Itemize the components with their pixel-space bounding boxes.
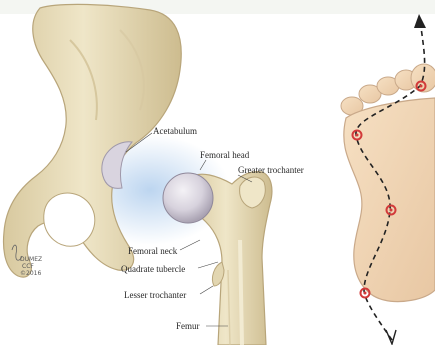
signature-org: CCF (22, 263, 34, 270)
femoral-head-shape (163, 173, 213, 223)
label-lesser-trochanter: Lesser trochanter (124, 290, 186, 300)
label-femur: Femur (176, 321, 200, 331)
label-femoral-head: Femoral head (200, 150, 250, 160)
label-quadrate-tubercle: Quadrate tubercle (121, 264, 185, 274)
obturator-foramen (44, 193, 95, 246)
label-greater-trochanter: Greater trochanter (238, 165, 304, 175)
sole (344, 98, 435, 302)
label-femoral-neck: Femoral neck (128, 246, 178, 256)
label-acetabulum: Acetabulum (153, 126, 197, 136)
femur (163, 172, 272, 345)
arrow-bottom (386, 330, 396, 344)
signature-year: ©2016 (20, 270, 41, 277)
foot-diagram (341, 14, 435, 344)
arrow-top (414, 14, 426, 28)
signature-name: DUMEZ (20, 256, 42, 263)
